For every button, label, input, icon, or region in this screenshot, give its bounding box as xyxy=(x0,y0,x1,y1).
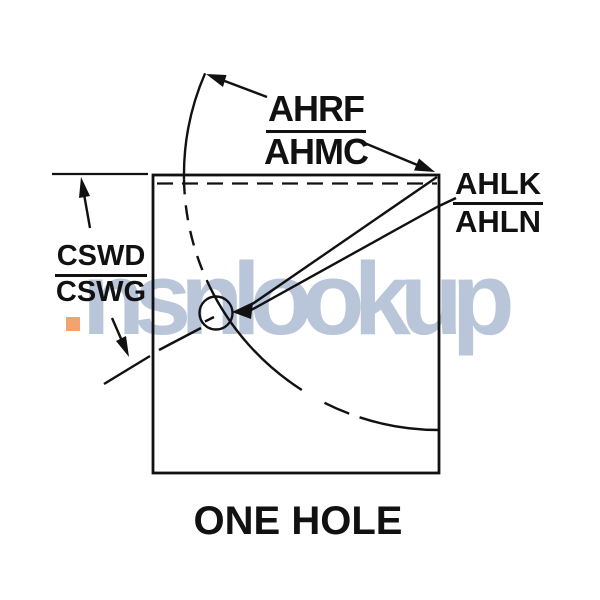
arrowhead-corner-icon xyxy=(414,158,435,172)
arrowhead-arc-icon xyxy=(206,74,227,87)
hole-centerline xyxy=(103,315,215,386)
label-ahmc: AHMC xyxy=(264,130,369,172)
label-ahrf-ahmc: AHRF AHMC xyxy=(264,90,369,172)
plate-outline xyxy=(151,173,441,475)
label-ahln: AHLN xyxy=(454,203,542,239)
arrow-cswg xyxy=(110,317,129,357)
arrow-cswd xyxy=(79,177,92,229)
leader-lines-ahlk xyxy=(232,176,457,319)
arrowhead-extension-icon xyxy=(79,177,90,198)
label-cswd-cswg: CSWD CSWG xyxy=(50,241,152,308)
arrowhead-centerline-icon xyxy=(116,336,129,357)
label-ahlk-ahln: AHLK AHLN xyxy=(448,168,548,237)
label-cswd: CSWD xyxy=(54,241,148,277)
figure-caption: ONE HOLE xyxy=(193,499,403,543)
arrow-ahrf xyxy=(206,74,268,99)
watermark-square-icon xyxy=(66,317,80,331)
label-ahrf: AHRF xyxy=(266,90,366,133)
label-cswg: CSWG xyxy=(55,275,147,308)
arrowhead-hole-icon xyxy=(232,302,253,319)
radius-arc xyxy=(182,72,440,432)
label-ahlk: AHLK xyxy=(452,168,544,205)
arrow-ahmc xyxy=(361,140,435,172)
hole-circle xyxy=(198,295,234,331)
